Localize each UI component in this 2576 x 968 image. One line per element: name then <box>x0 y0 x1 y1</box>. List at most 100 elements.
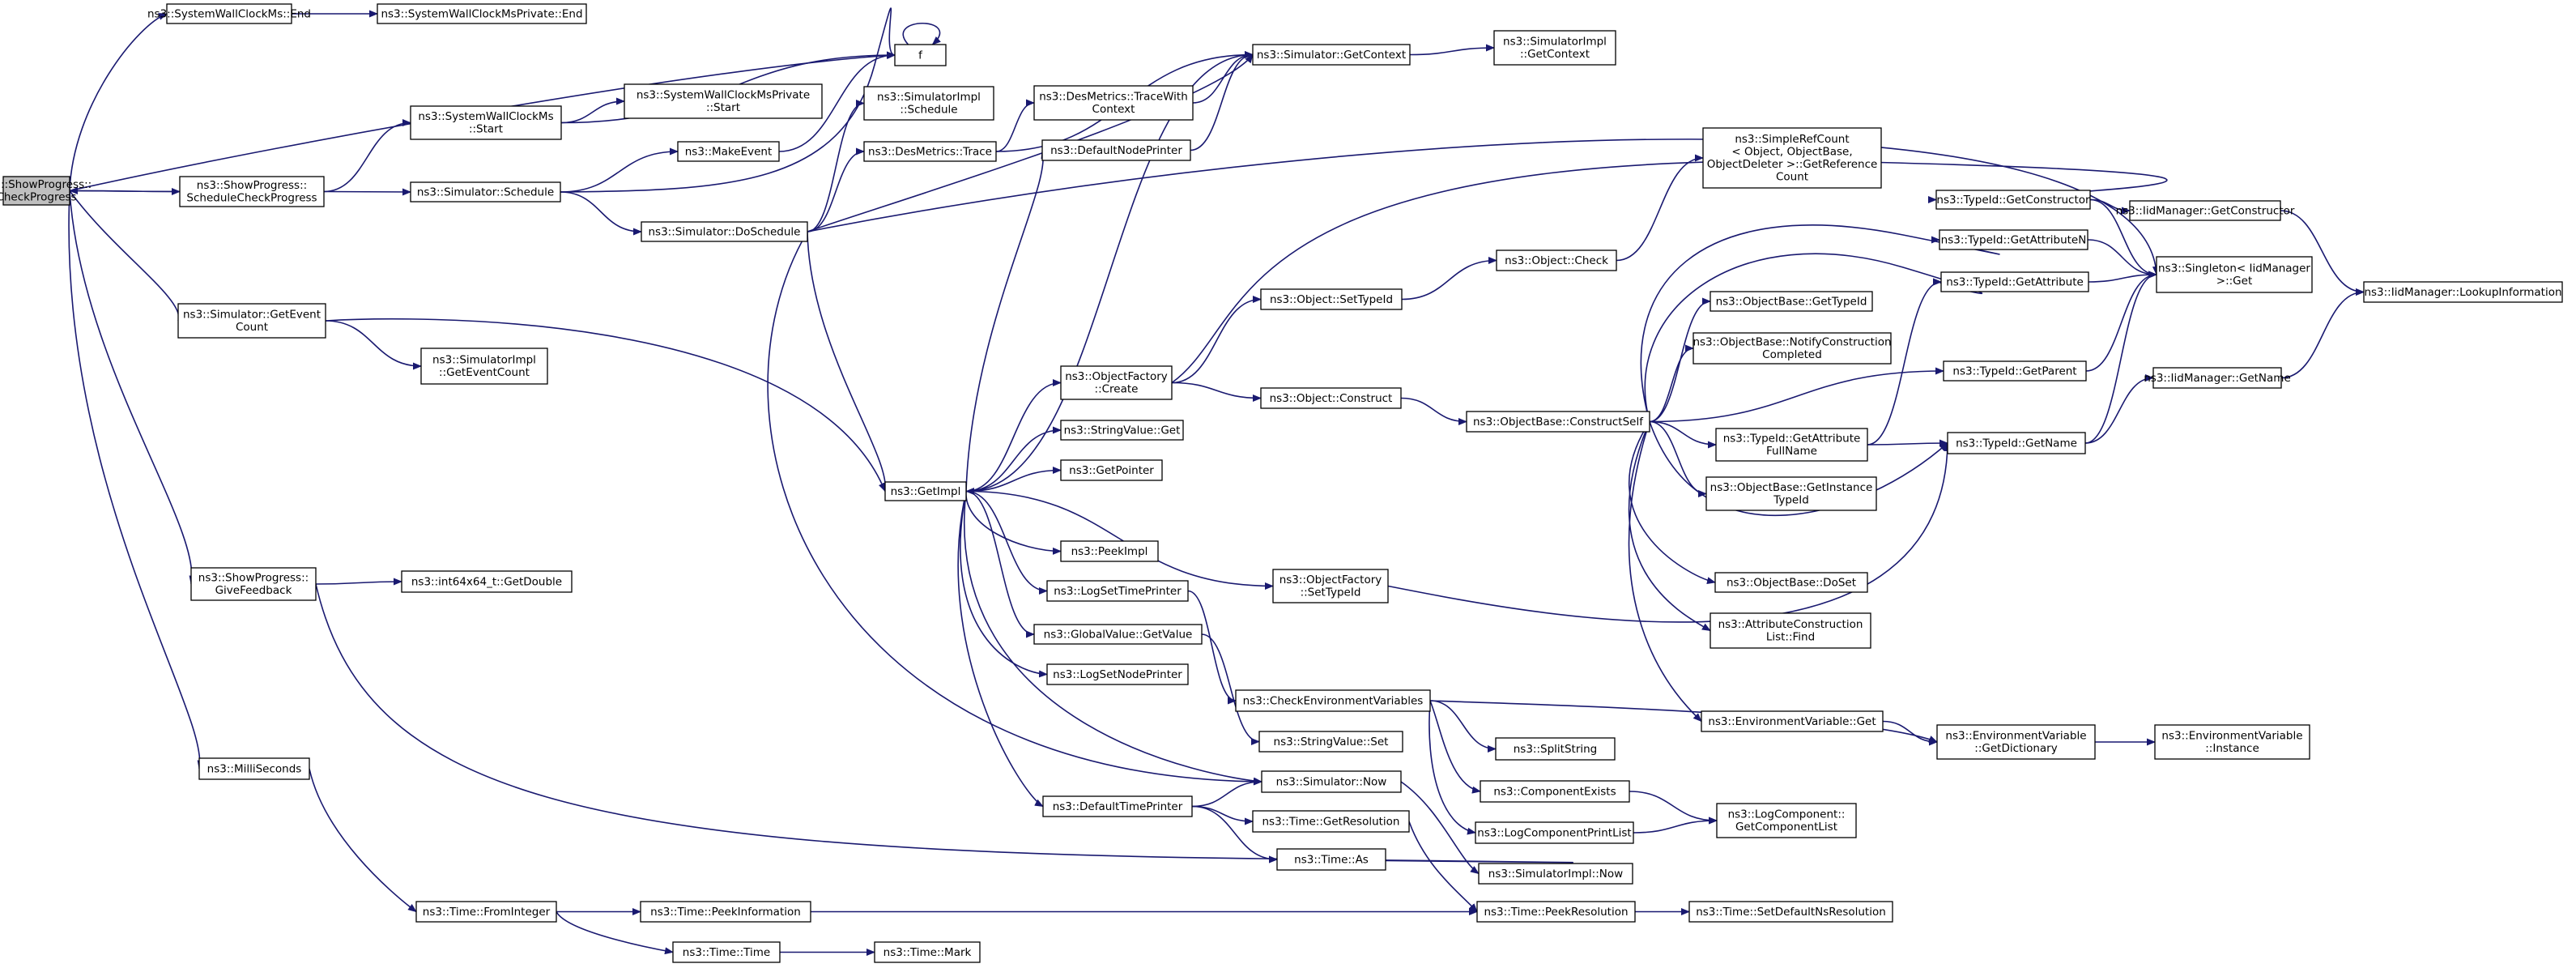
node-getpointer[interactable]: ns3::GetPointer <box>1060 459 1163 481</box>
node-iidmgr-getconstructor[interactable]: ns3::IidManager::GetConstructor <box>2116 200 2295 221</box>
node-box[interactable] <box>624 83 823 119</box>
node-typeid-getattribute[interactable]: ns3::TypeId::GetAttribute <box>1940 271 2089 292</box>
node-simimpl-getcontext[interactable]: ns3::SimulatorImpl::GetContext <box>1493 30 1616 66</box>
node-box[interactable] <box>1033 85 1194 121</box>
node-time-peekinformation[interactable]: ns3::Time::PeekInformation <box>640 901 811 923</box>
node-default-node-printer[interactable]: ns3::DefaultNodePrinter <box>1041 139 1191 161</box>
node-peekimpl[interactable]: ns3::PeekImpl <box>1060 540 1159 562</box>
node-box[interactable] <box>1466 411 1650 433</box>
node-swcm-start[interactable]: ns3::SystemWallClockMs::Start <box>410 105 562 140</box>
node-time-mark[interactable]: ns3::Time::Mark <box>874 941 981 963</box>
node-box[interactable] <box>1060 420 1184 441</box>
node-box[interactable] <box>1042 795 1193 817</box>
node-box[interactable] <box>640 901 811 923</box>
node-box[interactable] <box>1260 288 1403 310</box>
node-box[interactable] <box>1041 139 1191 161</box>
node-box[interactable] <box>415 901 557 923</box>
node-swcmp-start[interactable]: ns3::SystemWallClockMsPrivate::Start <box>624 83 823 119</box>
node-box[interactable] <box>1714 572 1868 593</box>
node-box[interactable] <box>884 481 967 501</box>
node-box[interactable] <box>1710 612 1871 649</box>
node-box[interactable] <box>1710 291 1873 312</box>
node-envvar-getdictionary[interactable]: ns3::EnvironmentVariable::GetDictionary <box>1936 724 2096 760</box>
node-box[interactable] <box>1033 624 1203 645</box>
node-box[interactable] <box>874 941 981 963</box>
node-box[interactable] <box>677 141 780 162</box>
node-box[interactable] <box>1260 387 1402 409</box>
node-box[interactable] <box>1936 724 2096 760</box>
node-box[interactable] <box>1716 803 1857 838</box>
node-swcm-end[interactable]: ns3::SystemWallClockMs::End <box>147 3 311 24</box>
node-simplerefcount[interactable]: ns3::SimpleRefCount< Object, ObjectBase,… <box>1702 127 1882 189</box>
node-logsettimeprinter[interactable]: ns3::LogSetTimePrinter <box>1046 580 1189 602</box>
node-box[interactable] <box>672 941 781 963</box>
node-box[interactable] <box>641 221 808 242</box>
node-box[interactable] <box>1495 737 1616 761</box>
node-box[interactable] <box>190 567 317 601</box>
node-singleton-get[interactable]: ns3::Singleton< IidManager>::Get <box>2156 256 2313 293</box>
node-box[interactable] <box>2156 256 2313 293</box>
node-box[interactable] <box>2152 367 2282 389</box>
node-f[interactable]: f <box>894 44 947 66</box>
node-typeid-getattributen[interactable]: ns3::TypeId::GetAttributeN <box>1939 229 2088 250</box>
node-box[interactable] <box>1261 770 1402 793</box>
node-box[interactable] <box>894 44 947 66</box>
node-iidmgr-getname[interactable]: ns3::IidManager::GetName <box>2144 367 2291 389</box>
node-envvar-instance[interactable]: ns3::EnvironmentVariable::Instance <box>2154 724 2310 760</box>
node-sim-getcontext[interactable]: ns3::Simulator::GetContext <box>1252 44 1411 66</box>
node-showprog-sched[interactable]: ns3::ShowProgress::ScheduleCheckProgress <box>179 176 325 207</box>
node-box[interactable] <box>1701 710 1884 732</box>
node-sim-schedule[interactable]: ns3::Simulator::Schedule <box>410 181 561 203</box>
node-box[interactable] <box>1692 332 1892 365</box>
node-box[interactable] <box>1252 810 1410 833</box>
node-iidmgr-lookup[interactable]: ns3::IidManager::LookupInformation <box>2363 281 2563 303</box>
node-time-frominteger[interactable]: ns3::Time::FromInteger <box>415 901 557 923</box>
node-box[interactable] <box>177 303 326 339</box>
node-showprog-check[interactable]: ns3::ShowProgress::CheckProgress <box>0 176 92 206</box>
node-box[interactable] <box>166 3 292 24</box>
node-stringvalue-get[interactable]: ns3::StringValue::Get <box>1060 420 1184 441</box>
node-box[interactable] <box>1060 365 1173 400</box>
node-box[interactable] <box>863 141 997 162</box>
node-time-setdefaultns[interactable]: ns3::Time::SetDefaultNsResolution <box>1688 901 1893 923</box>
node-simimpl-geteventcount[interactable]: ns3::SimulatorImpl::GetEventCount <box>420 348 548 385</box>
node-box[interactable] <box>1702 127 1882 189</box>
node-time-peekresolution[interactable]: ns3::Time::PeekResolution <box>1476 901 1636 923</box>
node-box[interactable] <box>198 757 310 780</box>
node-milliseconds[interactable]: ns3::MilliSeconds <box>198 757 310 780</box>
node-envvar-get[interactable]: ns3::EnvironmentVariable::Get <box>1701 710 1884 732</box>
node-logcomponentprintlist[interactable]: ns3::LogComponentPrintList <box>1475 821 1634 844</box>
node-default-time-printer[interactable]: ns3::DefaultTimePrinter <box>1042 795 1193 817</box>
node-typeid-getconstructor[interactable]: ns3::TypeId::GetConstructor <box>1935 190 2091 210</box>
node-box[interactable] <box>1060 459 1163 481</box>
node-objfactory-settypeid[interactable]: ns3::ObjectFactory::SetTypeId <box>1272 569 1389 603</box>
node-box[interactable] <box>2154 724 2310 760</box>
node-logcomponent-getlist[interactable]: ns3::LogComponent::GetComponentList <box>1716 803 1857 838</box>
node-box[interactable] <box>179 176 325 207</box>
node-box[interactable] <box>1939 229 2088 250</box>
node-desm-trace[interactable]: ns3::DesMetrics::Trace <box>863 141 997 162</box>
node-box[interactable] <box>2129 200 2281 221</box>
node-box[interactable] <box>1935 190 2091 210</box>
node-typeid-getparent[interactable]: ns3::TypeId::GetParent <box>1943 360 2087 382</box>
node-box[interactable] <box>863 86 994 121</box>
node-box[interactable] <box>1046 663 1189 685</box>
node-componentexists[interactable]: ns3::ComponentExists <box>1480 780 1630 803</box>
node-sim-doschedule[interactable]: ns3::Simulator::DoSchedule <box>641 221 808 242</box>
node-box[interactable] <box>377 3 587 24</box>
node-box[interactable] <box>420 348 548 385</box>
node-box[interactable] <box>1046 580 1189 602</box>
node-box[interactable] <box>1258 731 1403 753</box>
node-object-settypeid[interactable]: ns3::Object::SetTypeId <box>1260 288 1403 310</box>
node-box[interactable] <box>410 105 562 140</box>
node-sim-now[interactable]: ns3::Simulator::Now <box>1261 770 1402 793</box>
node-box[interactable] <box>2363 281 2563 303</box>
node-box[interactable] <box>1276 848 1386 871</box>
node-objbase-constructself[interactable]: ns3::ObjectBase::ConstructSelf <box>1466 411 1650 433</box>
node-time-as[interactable]: ns3::Time::As <box>1276 848 1386 871</box>
node-checkenvvars[interactable]: ns3::CheckEnvironmentVariables <box>1235 689 1431 712</box>
node-swcmp-end[interactable]: ns3::SystemWallClockMsPrivate::End <box>377 3 587 24</box>
